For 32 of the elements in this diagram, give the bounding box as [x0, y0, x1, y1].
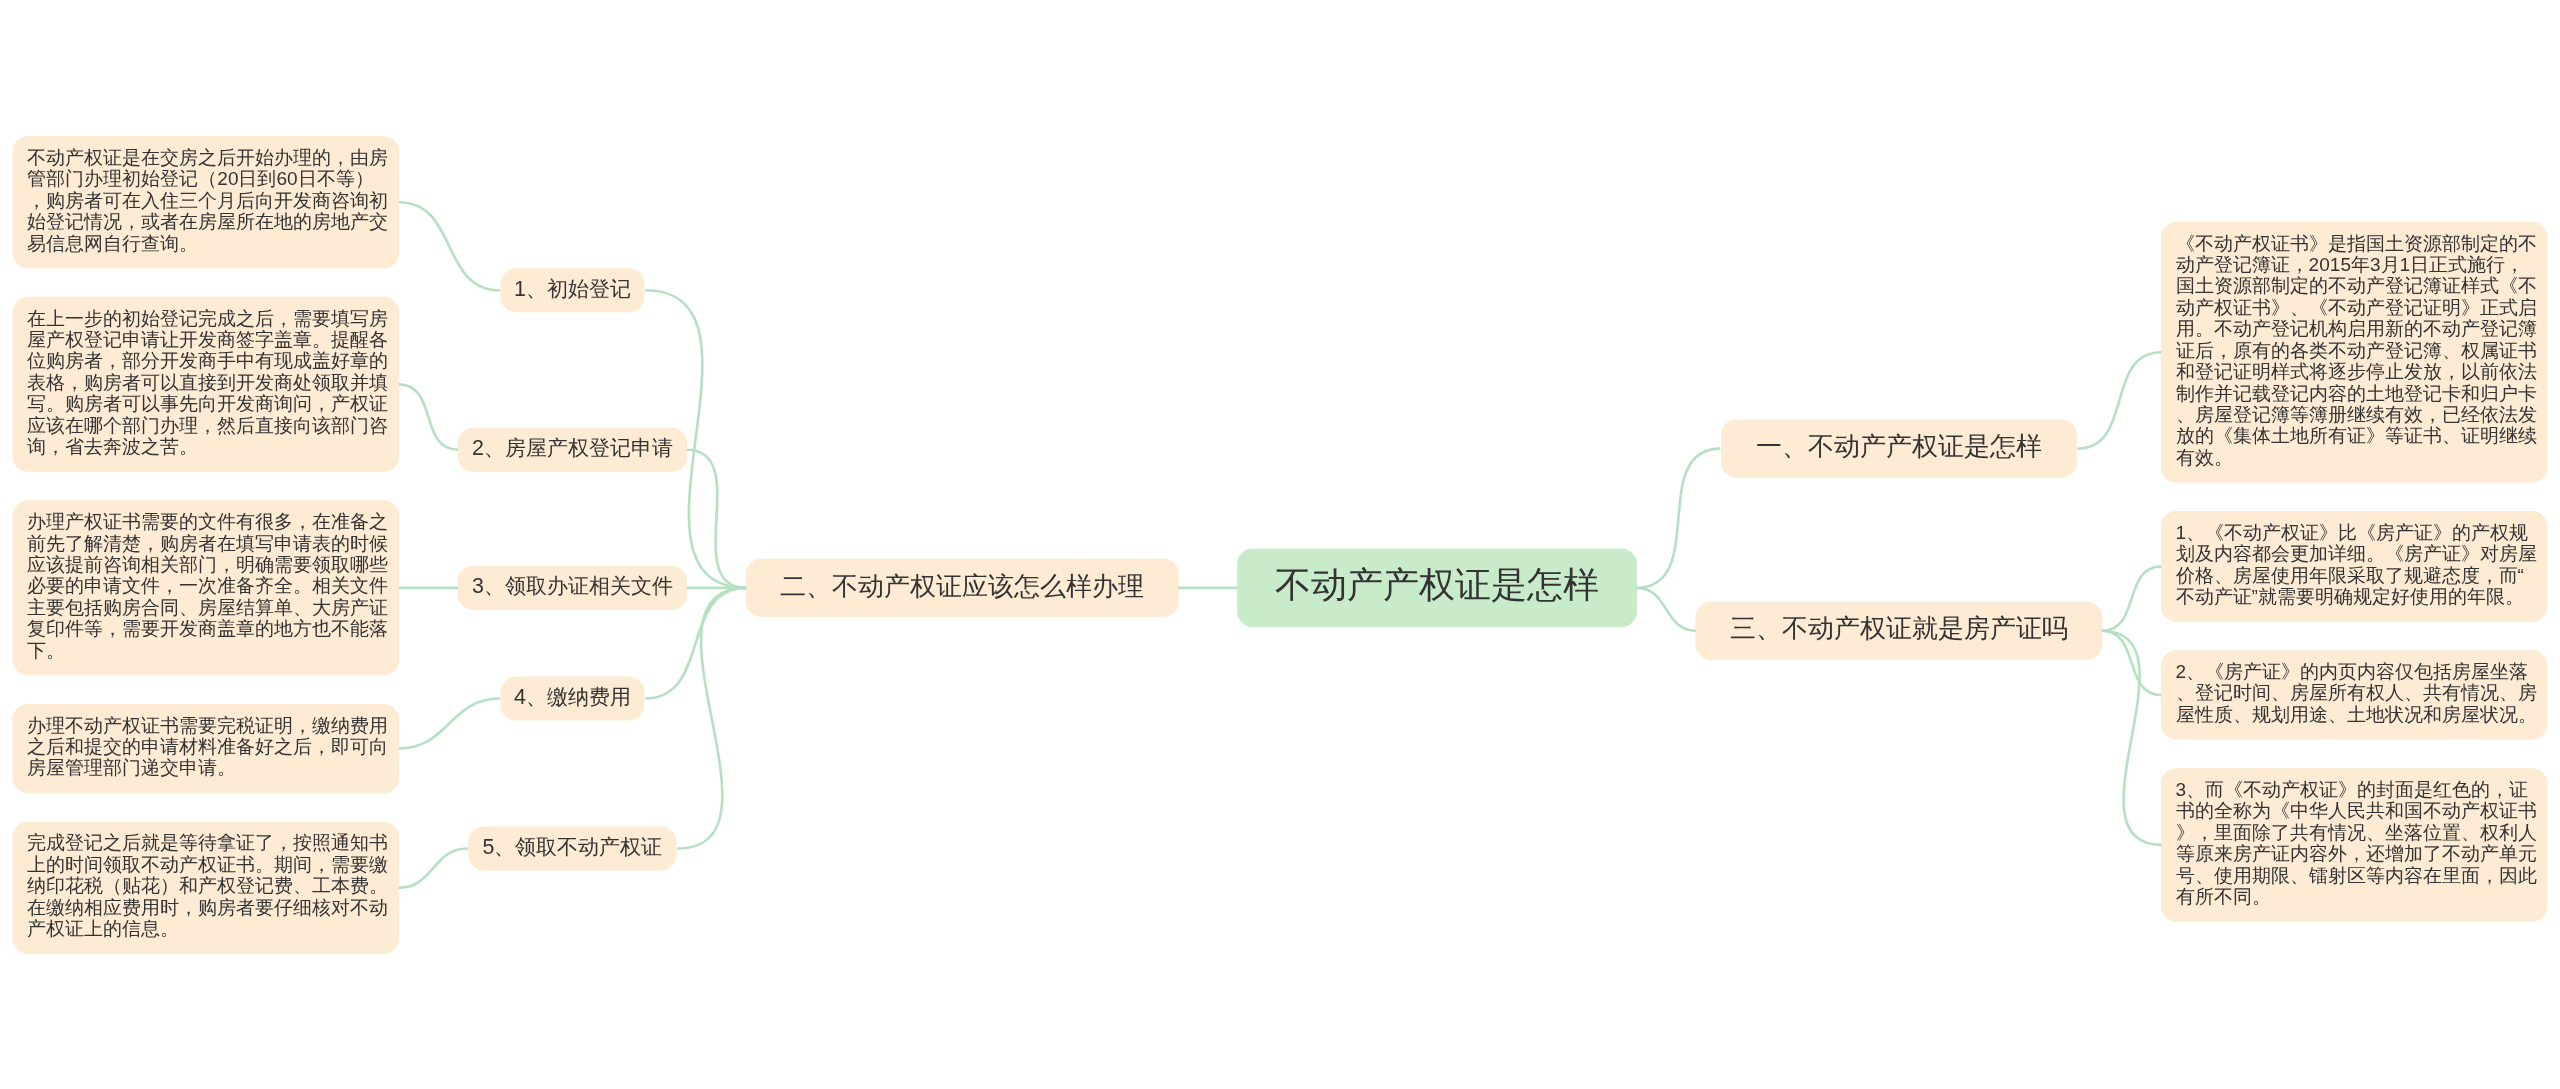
node-box: 5、领取不动产权证: [468, 826, 677, 871]
connector: [686, 448, 747, 589]
node-box: 3、领取办证相关文件: [457, 565, 688, 610]
node-box: 在上一步的初始登记完成之后，需要填写房屋产权登记申请让开发商签字盖章。提醒各位购房者，部分开发商手中有现成盖好章的表格，购房者可以直接到开发商处领取并填写。购房者可以事先向开发商询问，产权证应该在哪个部门办理，然后直接向该部门咨询，省去奔波之苦。: [12, 296, 400, 472]
connector: [676, 586, 747, 850]
node-box: 办理不动产权证书需要完税证明，缴纳费用之后和提交的申请材料准备好之后，即可向房屋管理部门递交申请。: [12, 703, 400, 793]
connector: [2101, 628, 2162, 846]
node-box: 二、不动产权证应该怎么样办理: [745, 558, 1179, 617]
node-box: 《不动产权证书》是指国土资源部制定的不动产登记簿证，2015年3月1日正式施行，国土资源部制定的不动产登记簿证样式《不动产权证书》、《不动产登记证明》正式启用。不动产登记机构启用新的不动产登记簿证后，原有的各类不动产登记簿、权属证书和登记证明样式将逐步停止发放，以前依法制作并记载登记内容的土地登记卡和归户卡、房屋登记簿等簿册继续有效，已经依法发放的《集体土地所有证》等证书、证明继续有效。: [2160, 221, 2548, 482]
node-box: 不动产产权证是怎样: [1237, 548, 1638, 627]
node-box: 办理产权证书需要的文件有很多，在准备之前先了解清楚，购房者在填写申请表的时候应该提前咨询相关部门，明确需要领取哪些必要的申请文件，一次准备齐全。相关文件主要包括购房合同、房屋结算单、大房产证复印件等，需要开发商盖章的地方也不能落下。: [12, 499, 400, 675]
node-box: 3、而《不动产权证》的封面是红色的，证书的全称为《中华人民共和国不动产权证书》，里面除了共有情况、坐落位置、权利人等原来房产证内容外，还增加了不动产单元号、使用期限、镭射区等内容在里面，因此有所不同。: [2160, 767, 2548, 922]
connector: [398, 696, 500, 750]
node-box: 一、不动产产权证是怎样: [1720, 418, 2077, 478]
node-box: 三、不动产权证就是房产证吗: [1695, 601, 2103, 660]
node-box: 完成登记之后就是等待拿证了，按照通知书上的时间领取不动产权证书。期间，需要缴纳印花税（贴花）和产权登记费、工本费。在缴纳相应费用时，购房者要仔细核对不动产权证上的信息。: [12, 821, 400, 954]
node-box: 4、缴纳费用: [500, 676, 645, 721]
connector: [398, 846, 468, 889]
node-box: 1、初始登记: [500, 267, 645, 312]
node-box: 2、《房产证》的内页内容仅包括房屋坐落、登记时间、房屋所有权人、共有情况、房屋性质、规划用途、土地状况和房屋状况。: [2160, 649, 2548, 740]
connector: [2077, 350, 2162, 450]
connector: [2101, 564, 2162, 632]
connector: [398, 200, 500, 292]
connector: [398, 586, 459, 589]
node-box: 2、房屋产权登记申请: [457, 427, 688, 472]
connector: [1636, 446, 1721, 589]
connector: [1178, 586, 1238, 589]
connector: [644, 288, 747, 589]
node-box: 1、《不动产权证》比《房产证》的产权规划及内容都会更加详细。《房产证》对房屋价格、房屋使用年限采取了规避态度，而“不动产证”就需要明确规定好使用的年限。: [2160, 510, 2548, 622]
connector: [1636, 586, 1697, 632]
node-box: 不动产权证是在交房之后开始办理的，由房管部门办理初始登记（20日到60日不等），购房者可在入住三个月后向开发商咨询初始登记情况，或者在房屋所在地的房地产交易信息网自行查询。: [12, 135, 400, 268]
connector: [398, 382, 459, 451]
